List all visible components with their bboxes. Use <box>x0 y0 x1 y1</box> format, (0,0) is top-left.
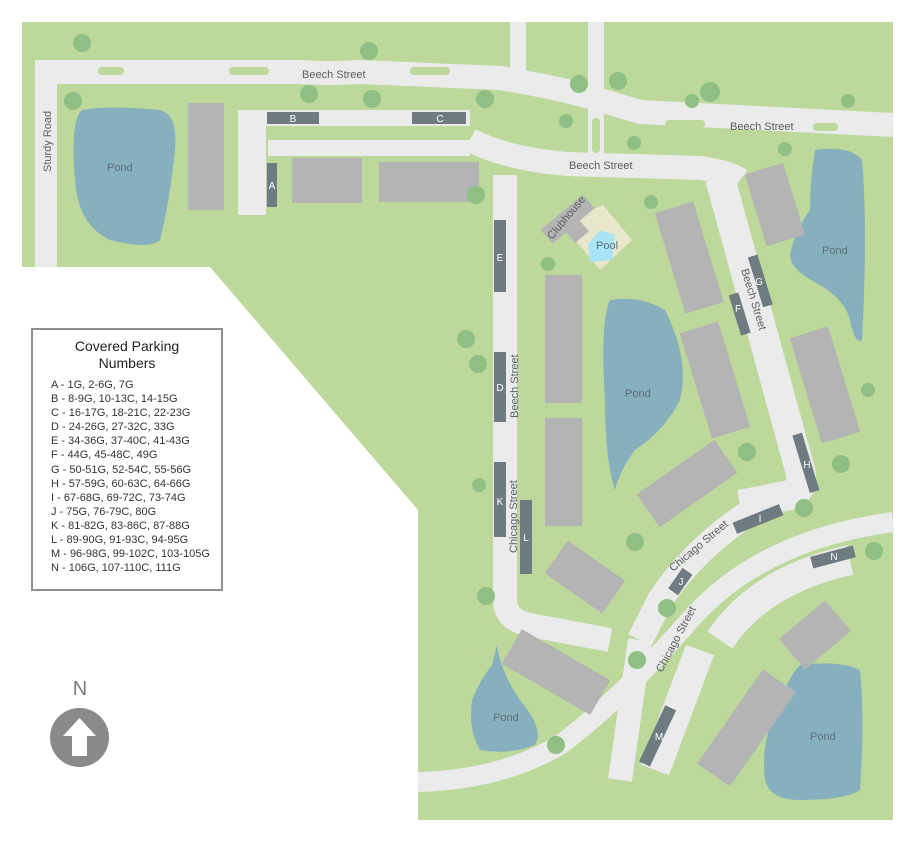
covered-parking-labels: A B C D E F G H I J K L M N <box>269 114 838 743</box>
buildings <box>188 103 861 787</box>
legend-item: I - 67-68G, 69-72C, 73-74G <box>51 491 186 504</box>
building <box>292 158 362 203</box>
building <box>379 162 479 202</box>
covered-parking-legend: Covered Parking Numbers A - 1G, 2-6G, 7G… <box>31 328 223 591</box>
street-label: Chicago Street <box>508 480 520 553</box>
legend-item: L - 89-90G, 91-93C, 94-95G <box>51 534 189 547</box>
svg-text:F: F <box>735 304 741 315</box>
building <box>697 669 796 787</box>
svg-text:C: C <box>436 114 443 125</box>
building <box>789 326 861 444</box>
medians <box>98 67 838 153</box>
street-label: Sturdy Road <box>42 111 54 172</box>
legend-item: C - 16-17G, 18-21C, 22-23G <box>51 407 191 420</box>
building <box>545 275 582 403</box>
svg-text:B: B <box>290 114 297 125</box>
pond-label: Pond <box>810 731 836 743</box>
pond-east <box>790 148 865 341</box>
parking-f <box>728 292 751 336</box>
arrow-up-icon <box>63 718 96 756</box>
street-label: Beech Street <box>730 121 794 133</box>
building <box>679 321 751 439</box>
pond-label: Pond <box>107 162 133 174</box>
building <box>188 103 224 210</box>
legend-item: E - 34-36G, 37-40C, 41-43G <box>51 435 190 448</box>
parking-b <box>267 112 319 124</box>
svg-text:K: K <box>497 497 504 508</box>
parking-e <box>494 220 506 292</box>
north-compass: N <box>50 678 110 768</box>
parking-m <box>639 705 677 767</box>
clubhouse-building <box>540 194 595 244</box>
legend-item: H - 57-59G, 60-63C, 64-66G <box>51 477 191 490</box>
svg-text:G: G <box>755 277 763 288</box>
legend-item: B - 8-9G, 10-13C, 14-15G <box>51 393 178 406</box>
parking-n <box>810 545 856 569</box>
building <box>636 439 738 528</box>
parking-i <box>732 504 784 534</box>
building <box>544 540 626 614</box>
north-label: N <box>72 678 88 700</box>
legend-item: F - 44G, 45-48C, 49G <box>51 449 158 462</box>
parking-j <box>668 567 693 596</box>
svg-text:H: H <box>803 460 810 471</box>
street-label: Beech Street <box>302 69 366 81</box>
parking-k <box>494 462 506 537</box>
pond-center <box>603 298 683 490</box>
svg-text:D: D <box>496 383 503 394</box>
compass-circle <box>50 708 109 767</box>
parking-l <box>520 500 532 574</box>
building <box>779 600 851 670</box>
svg-text:M: M <box>655 732 663 743</box>
svg-text:I: I <box>759 514 762 525</box>
legend-item: N - 106G, 107-110C, 111G <box>51 562 181 575</box>
svg-text:E: E <box>497 253 504 264</box>
parking-g <box>747 254 773 308</box>
pool-label: Pool <box>596 240 618 252</box>
parking-a <box>267 163 277 207</box>
parking-h <box>792 432 820 494</box>
legend-list: A - 1G, 2-6G, 7G B - 8-9G, 10-13C, 14-15… <box>33 378 221 575</box>
svg-text:N: N <box>830 552 837 563</box>
legend-item: D - 24-26G, 27-32C, 33G <box>51 421 175 434</box>
legend-title: Covered Parking Numbers <box>74 338 180 371</box>
legend-item: K - 81-82G, 83-86C, 87-88G <box>51 519 190 532</box>
svg-text:J: J <box>679 577 684 588</box>
parking-c <box>412 112 466 124</box>
legend-item: G - 50-51G, 52-54C, 55-56G <box>51 463 192 476</box>
legend-item: A - 1G, 2-6G, 7G <box>51 379 134 391</box>
covered-parking <box>267 112 856 767</box>
pond-northwest <box>73 107 176 245</box>
legend-item: M - 96-98G, 99-102C, 103-105G <box>51 548 210 561</box>
svg-text:L: L <box>523 533 529 544</box>
parking-d <box>494 352 506 422</box>
building <box>545 418 582 526</box>
building <box>654 201 724 314</box>
trees <box>64 34 883 754</box>
pond-southwest <box>471 645 538 752</box>
clubhouse-pool <box>540 194 632 270</box>
svg-text:A: A <box>269 181 276 192</box>
pond-label: Pond <box>625 388 651 400</box>
street-label: Beech Street <box>509 354 521 418</box>
building <box>501 629 611 715</box>
pond-label: Pond <box>493 712 519 724</box>
building <box>744 162 805 247</box>
pond-label: Pond <box>822 245 848 257</box>
street-label: Beech Street <box>569 160 633 172</box>
legend-item: J - 75G, 76-79C, 80G <box>51 505 157 518</box>
pool <box>588 230 615 262</box>
